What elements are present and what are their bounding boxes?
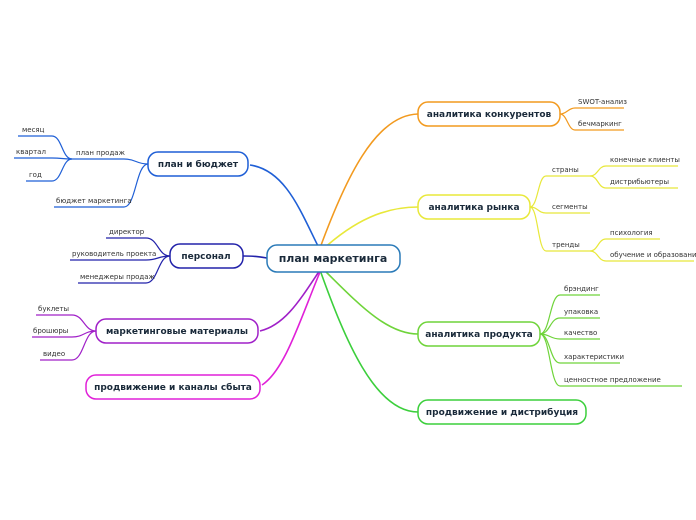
link-product-value [539, 333, 682, 387]
branch-staff[interactable]: персонал [169, 243, 244, 269]
branch-channels[interactable]: продвижение и каналы сбыта [85, 374, 261, 400]
link-countries-clients [589, 165, 678, 177]
branch-materials[interactable]: маркетинговые материалы [95, 318, 259, 344]
leaf-characteristics[interactable]: характеристики [564, 353, 624, 361]
branch-materials-label: маркетинговые материалы [106, 327, 248, 337]
link-root-market [321, 206, 419, 251]
link-plan-sales [72, 158, 149, 165]
link-product-packaging [539, 317, 600, 335]
leaf-swot[interactable]: SWOT-анализ [578, 98, 627, 106]
leaf-benchmarking[interactable]: бечмаркинг [578, 120, 622, 128]
leaf-sales-plan[interactable]: план продаж [76, 149, 126, 157]
leaf-branding[interactable]: брэндинг [564, 285, 599, 293]
link-market-countries [529, 175, 590, 208]
link-staff-director [106, 237, 171, 257]
leaf-segments[interactable]: сегменты [552, 203, 588, 211]
link-root-distribution [319, 269, 419, 413]
root-label: план маркетинга [279, 252, 388, 265]
link-materials-video [40, 330, 97, 361]
link-sales-year [26, 158, 73, 182]
link-countries-distributors [589, 175, 678, 189]
link-root-competitors [319, 113, 419, 249]
link-root-materials [259, 269, 321, 332]
leaf-packaging[interactable]: упаковка [564, 308, 598, 316]
leaf-month[interactable]: месяц [22, 126, 45, 134]
leaf-end-clients[interactable]: конечные клиенты [610, 156, 680, 164]
branch-market[interactable]: аналитика рынка [417, 194, 531, 220]
link-market-trends [529, 206, 590, 252]
branch-competitors-label: аналитика конкурентов [427, 110, 552, 120]
leaf-project-manager[interactable]: руководитель проекта [72, 250, 156, 258]
link-product-branding [539, 294, 600, 335]
leaf-year[interactable]: год [29, 171, 42, 179]
leaf-education[interactable]: обучение и образование [610, 251, 696, 259]
branch-plan-label: план и бюджет [158, 159, 239, 170]
link-trends-psychology [589, 238, 660, 252]
branch-channels-label: продвижение и каналы сбыта [94, 382, 252, 393]
leaf-countries[interactable]: страны [552, 166, 579, 174]
leaf-booklets[interactable]: буклеты [38, 305, 69, 313]
leaf-marketing-budget[interactable]: бюджет маркетинга [56, 197, 132, 205]
leaf-director[interactable]: директор [109, 228, 145, 236]
link-trends-education [589, 250, 694, 262]
link-staff-sales [78, 255, 171, 284]
leaf-quarter[interactable]: квартал [16, 148, 46, 156]
branch-market-label: аналитика рынка [428, 203, 519, 213]
leaf-distributors[interactable]: дистрибьютеры [610, 178, 669, 186]
link-sales-quarter [14, 157, 73, 160]
link-materials-booklets [36, 314, 97, 332]
leaf-trends[interactable]: тренды [552, 241, 580, 249]
leaf-video[interactable]: видео [43, 350, 65, 358]
root-node[interactable]: план маркетинга [266, 244, 401, 273]
link-root-product [321, 267, 419, 335]
link-market-segments [529, 206, 590, 214]
link-plan-budget [54, 163, 149, 208]
link-sales-month [18, 135, 73, 160]
leaf-sales-managers[interactable]: менеджеры продаж [80, 273, 156, 281]
link-root-plan [249, 164, 319, 247]
leaf-value-proposition[interactable]: ценностное предложение [564, 376, 661, 384]
leaf-brochures[interactable]: брошюры [33, 327, 68, 335]
link-root-staff [242, 255, 268, 259]
branch-staff-label: персонал [181, 252, 230, 262]
branch-distribution-label: продвижение и дистрибуция [426, 407, 578, 418]
leaf-quality[interactable]: качество [564, 329, 597, 337]
branch-product[interactable]: аналитика продукта [417, 321, 541, 347]
leaf-psychology[interactable]: психология [610, 229, 653, 237]
link-competitors-swot [559, 107, 624, 115]
link-competitors-bench [559, 113, 624, 131]
branch-product-label: аналитика продукта [425, 330, 532, 340]
link-root-channels [261, 271, 321, 386]
branch-distribution[interactable]: продвижение и дистрибуция [417, 399, 587, 425]
branch-plan[interactable]: план и бюджет [147, 151, 249, 177]
branch-competitors[interactable]: аналитика конкурентов [417, 101, 561, 127]
